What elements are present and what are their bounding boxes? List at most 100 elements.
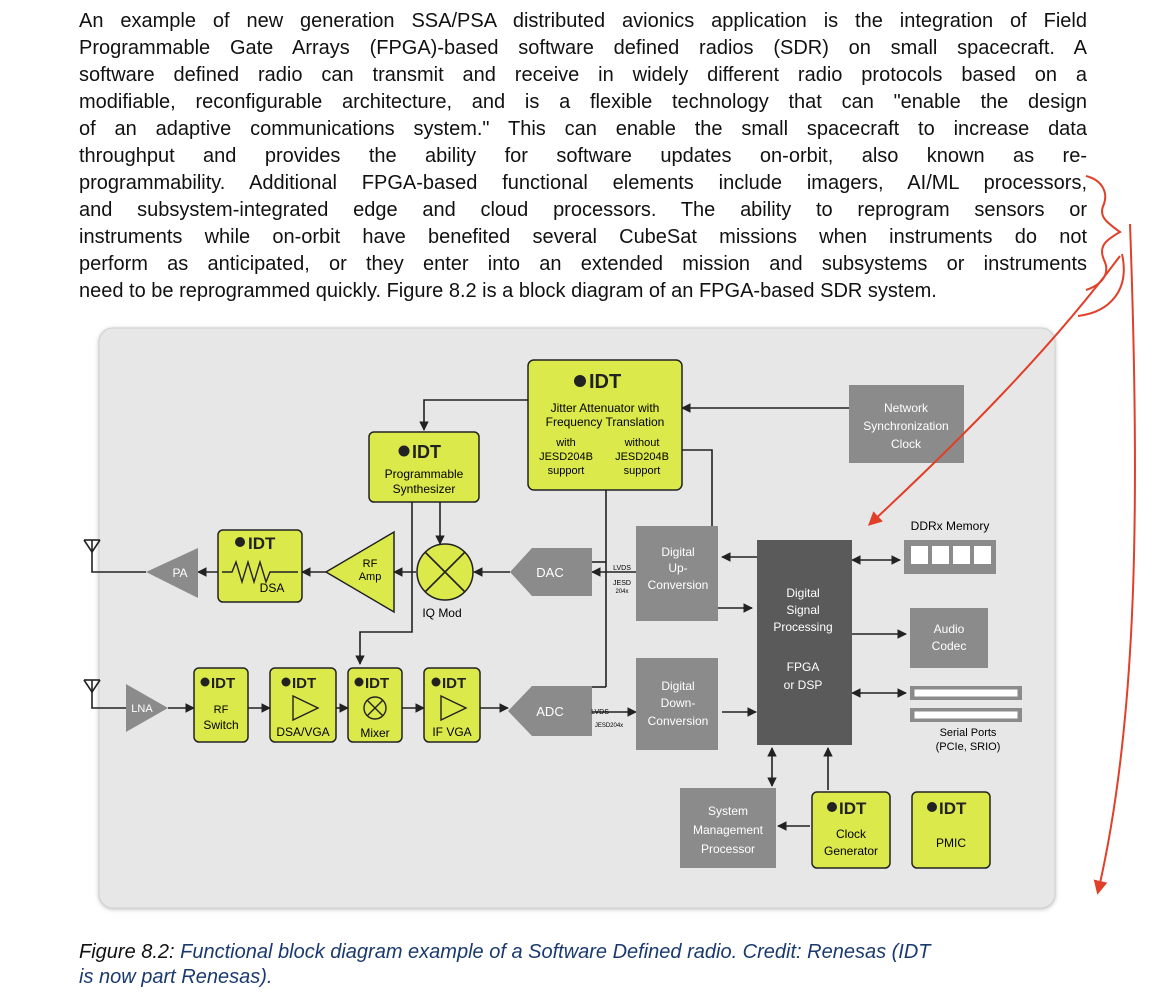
jesd-bottom-label: JESD204x [595,723,623,729]
jitter-without-3: support [624,465,661,477]
red-stroke [1077,253,1125,317]
caption-lead: Figure 8.2: [79,941,175,963]
paragraph-line: programmability. Additional FPGA-based f… [79,172,1087,194]
rf-amp-label-1: RF [363,558,378,570]
jesd-top-label-2: 204x [615,589,628,595]
if-vga-block: IDT IF VGA [423,667,481,743]
rx-antenna-icon [83,679,101,694]
synth-label-2: Synthesizer [393,482,456,496]
caption-text-1: Functional block diagram example of a So… [174,941,931,963]
lvds-top-label: LVDS [613,565,631,572]
system-management-processor-block: System Management Processor [680,788,776,868]
diagram-background [98,327,1056,909]
adc-label: ADC [536,704,563,719]
rf-switch-block: IDT RF Switch [193,667,249,743]
red-brace-icon [1085,175,1122,291]
iq-mod-label: IQ Mod [422,606,461,620]
rf-switch-label-1: RF [214,704,229,716]
serial-label-1: Serial Ports [940,727,997,739]
duc-label-3: Conversion [648,578,709,592]
serial-ports-block: Serial Ports (PCIe, SRIO) [910,686,1022,753]
idt-logo-icon: IDT [431,675,466,692]
idt-logo-icon: IDT [354,675,389,692]
rf-amp-block: RF Amp [324,530,395,614]
rf-switch-label-2: Switch [203,718,238,732]
ddc-label-3: Conversion [648,714,709,728]
idt-logo-icon: IDT [235,534,276,553]
paragraph-line: of an adaptive communications system." T… [79,118,1087,140]
jitter-title-1: Jitter Attenuator with [551,401,660,415]
jitter-with-1: with [555,437,576,449]
paragraph-line: modifiable, reconfigurable architecture,… [79,91,1087,113]
red-arrow-to-dsp-icon [867,255,1121,526]
pa-label: PA [172,566,187,580]
network-label-2: Synchronization [863,419,948,433]
body-paragraph: An example of new generation SSA/PSA dis… [79,8,1087,305]
dsa-vga-block: IDT DSA/VGA [269,667,337,743]
jesd-top-label-1: JESD [613,580,631,587]
jitter-title-2: Frequency Translation [546,415,665,429]
pa-block: PA [146,548,198,598]
jitter-without-2: JESD204B [615,451,669,463]
dsp-block: Digital Signal Processing FPGA or DSP [757,540,852,745]
svg-text:IDT: IDT [939,799,967,818]
idt-logo-icon: IDT [281,675,316,692]
dsa-vga-label: DSA/VGA [276,725,329,739]
dsa-block: IDT DSA [217,529,303,603]
audio-codec-block: Audio Codec [910,608,988,668]
svg-text:IDT: IDT [365,675,389,692]
idt-logo-icon: IDT [200,675,235,692]
clock-gen-label-2: Generator [824,844,878,858]
adc-block: ADC [508,686,592,736]
svg-text:IDT: IDT [412,442,441,462]
paragraph-line: Programmable Gate Arrays (FPGA)-based so… [79,37,1087,59]
dsp-label-1: Digital [786,586,819,600]
tx-antenna-icon [83,539,101,554]
smp-label-3: Processor [701,842,755,856]
attenuator-icon [222,559,298,585]
dac-label: DAC [536,565,563,580]
jitter-attenuator-block: IDT Jitter Attenuator with Frequency Tra… [527,359,683,491]
mixer-icon [363,696,387,720]
iq-mod-block: IQ Mod [416,543,474,620]
svg-text:IDT: IDT [248,534,276,553]
network-sync-clock-block: Network Synchronization Clock [849,385,964,463]
lna-block: LNA [126,684,168,732]
ddr-memory-block: DDRx Memory [904,519,996,574]
ddc-label-1: Digital [661,679,694,693]
duc-block: Digital Up- Conversion [636,526,718,621]
paragraph-line: and subsystem-integrated edge and cloud … [79,199,1087,221]
figure-caption: Figure 8.2: Functional block diagram exa… [79,940,1099,990]
paragraph-line: need to be reprogrammed quickly. Figure … [79,280,937,302]
svg-text:IDT: IDT [292,675,316,692]
dsa-label: DSA [260,581,285,595]
ddc-block: Digital Down- Conversion [636,658,718,750]
amplifier-icon [292,694,320,722]
ddr-label: DDRx Memory [911,519,990,533]
paragraph-line: software defined radio can transmit and … [79,64,1087,86]
duc-label-1: Digital [661,545,694,559]
paragraph-line: instruments while on-orbit have benefite… [79,226,1087,248]
programmable-synthesizer-block: IDT Programmable Synthesizer [368,431,480,503]
dsp-label-2: Signal [786,603,819,617]
smp-label-2: Management [693,823,764,837]
dsp-label-5: or DSP [784,678,823,692]
network-label-1: Network [884,401,929,415]
idt-logo-icon: IDT [827,799,867,818]
dsp-label-4: FPGA [787,660,820,674]
duc-label-2: Up- [668,561,687,575]
network-label-3: Clock [891,437,922,451]
amplifier-icon [440,694,468,722]
red-arrow-down-icon [1093,223,1137,895]
jitter-with-2: JESD204B [539,451,593,463]
rf-amp-label-2: Amp [359,571,382,583]
pmic-block: IDT PMIC [911,791,991,869]
red-annotation [867,175,1137,895]
svg-text:IDT: IDT [442,675,466,692]
pmic-label: PMIC [936,836,966,850]
jitter-with-3: support [548,465,585,477]
idt-logo-icon: IDT [574,371,621,393]
audio-label-2: Codec [932,639,967,653]
smp-label-1: System [708,804,748,818]
